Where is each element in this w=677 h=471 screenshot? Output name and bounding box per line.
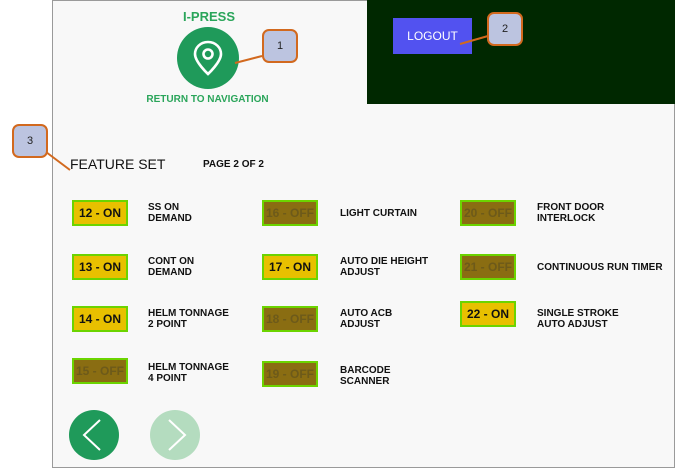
callout-1-leader [234, 55, 263, 64]
next-page-button[interactable] [150, 410, 200, 460]
return-to-navigation-label[interactable]: RETURN TO NAVIGATION [146, 94, 269, 105]
feature-toggle-13[interactable]: 13 - ON [72, 254, 128, 280]
feature-toggle-22[interactable]: 22 - ON [460, 301, 516, 327]
feature-label-21: CONTINUOUS RUN TIMER [537, 262, 663, 273]
chevron-left-icon [82, 419, 101, 451]
feature-toggle-19[interactable]: 19 - OFF [262, 361, 318, 387]
location-pin-icon [193, 40, 223, 76]
chevron-right-icon [168, 419, 187, 451]
callout-1: 1 [262, 29, 298, 63]
previous-page-button[interactable] [69, 410, 119, 460]
feature-toggle-16[interactable]: 16 - OFF [262, 200, 318, 226]
callout-3-leader [45, 151, 71, 171]
feature-toggle-18[interactable]: 18 - OFF [262, 306, 318, 332]
callout-2-leader [459, 35, 489, 45]
return-to-navigation-button[interactable] [177, 27, 239, 89]
callout-2: 2 [487, 12, 523, 46]
feature-label-16: LIGHT CURTAIN [340, 208, 418, 219]
feature-toggle-14[interactable]: 14 - ON [72, 306, 128, 332]
page-indicator: PAGE 2 OF 2 [203, 159, 264, 170]
feature-toggle-17[interactable]: 17 - ON [262, 254, 318, 280]
feature-toggle-12[interactable]: 12 - ON [72, 200, 128, 226]
feature-toggle-15[interactable]: 15 - OFF [72, 358, 128, 384]
callout-3: 3 [12, 124, 48, 158]
app-title: I-PRESS [182, 9, 235, 24]
feature-set-title: FEATURE SET [70, 156, 166, 172]
feature-toggle-20[interactable]: 20 - OFF [460, 200, 516, 226]
feature-toggle-21[interactable]: 21 - OFF [460, 254, 516, 280]
logout-button[interactable]: LOGOUT [393, 18, 472, 54]
